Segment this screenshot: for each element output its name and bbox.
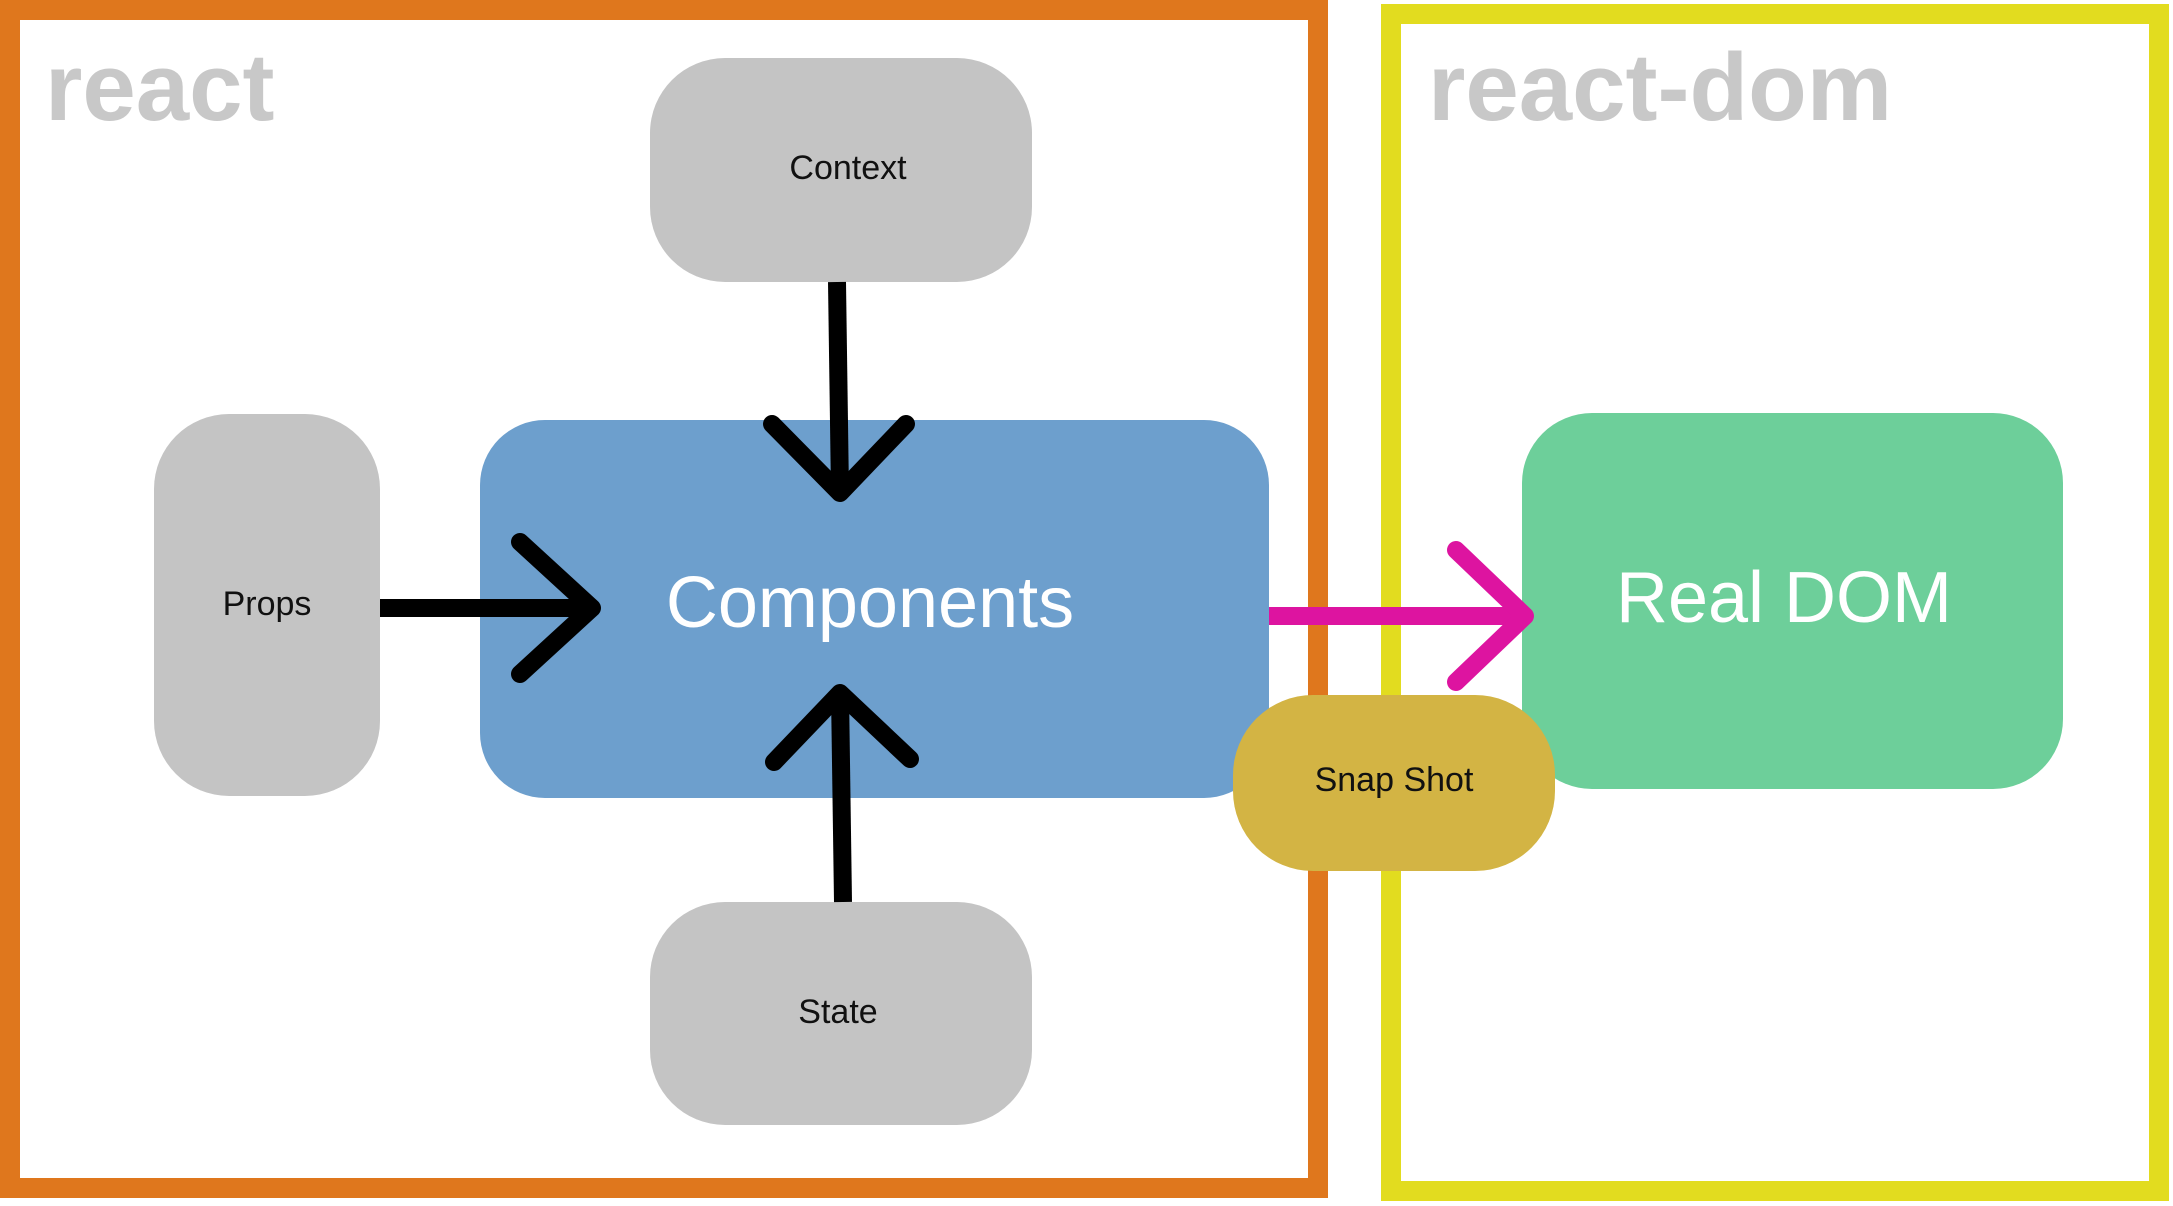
state-label: State: [798, 993, 877, 1031]
props-to-components-arrowhead: [511, 533, 601, 683]
real-dom-box: [1522, 413, 2063, 789]
context-node: Context: [650, 58, 1032, 282]
context-to-components-shaft: [828, 281, 849, 494]
context-box: [650, 58, 1032, 282]
real-dom-node: Real DOM: [1522, 413, 2063, 789]
react-dom-region-title: react-dom: [1428, 34, 1892, 141]
components-label: Components: [666, 563, 1074, 643]
state-node: State: [650, 902, 1032, 1125]
state-box: [650, 902, 1032, 1125]
real-dom-label: Real DOM: [1616, 558, 1952, 638]
react-region-title: react: [45, 34, 275, 141]
state-to-components-shaft: [831, 692, 852, 903]
props-label: Props: [223, 585, 312, 623]
react-dom-region: react-dom: [1381, 4, 2169, 1201]
react-region-border: [0, 0, 1328, 1198]
state-to-components-arrowhead: [765, 684, 919, 771]
snapshot-node: Snap Shot: [1233, 695, 1555, 871]
react-region: react: [0, 0, 1328, 1198]
components-node: Components: [480, 420, 1269, 798]
context-to-components-arrowhead: [763, 415, 915, 502]
context-label: Context: [789, 149, 907, 187]
components-to-real-dom-arrow: [1269, 541, 1534, 691]
props-node: Props: [154, 414, 380, 796]
props-box: [154, 414, 380, 796]
snapshot-label: Snap Shot: [1315, 761, 1474, 799]
components-box: [480, 420, 1269, 798]
components-to-real-dom-arrowhead: [1447, 541, 1534, 691]
props-to-components-arrow: [380, 533, 601, 683]
context-to-components-arrow: [763, 281, 915, 502]
react-dom-region-border: [1381, 4, 2169, 1201]
snapshot-box: [1233, 695, 1555, 871]
state-to-components-arrow: [765, 684, 919, 903]
